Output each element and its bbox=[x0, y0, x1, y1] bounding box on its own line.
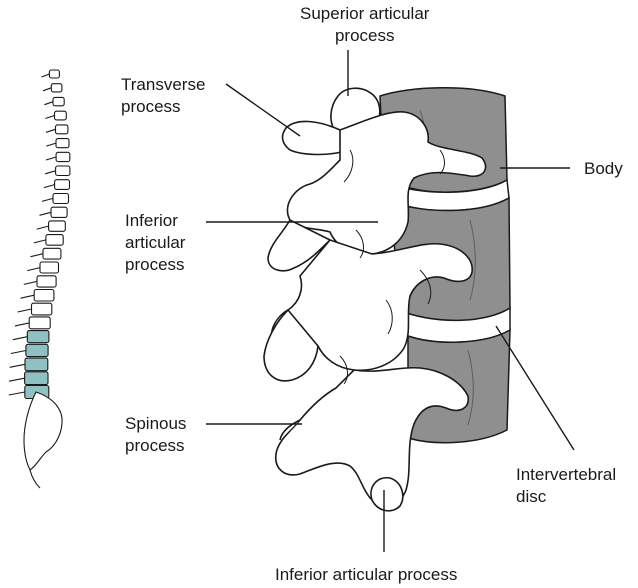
spine-vertebra bbox=[48, 220, 66, 232]
spine-vertebra bbox=[25, 343, 49, 358]
spine-vertebra bbox=[48, 69, 60, 79]
spine-vertebra bbox=[45, 234, 64, 246]
leader-transverse bbox=[225, 83, 301, 137]
spine-spinous-stub bbox=[45, 114, 55, 120]
spine-vertebra bbox=[54, 124, 69, 135]
spine-vertebra bbox=[52, 192, 70, 205]
spine-spinous-stub bbox=[46, 142, 57, 147]
inferior-articular-bottom-shape bbox=[370, 477, 404, 512]
inferior-articular-middle bbox=[263, 308, 319, 382]
spine-vertebra bbox=[42, 247, 62, 260]
spine-spinous-stub bbox=[14, 322, 30, 327]
spine-spinous-stub bbox=[17, 308, 32, 313]
spine-spinous-stub bbox=[44, 170, 56, 175]
spine-vertebra bbox=[50, 83, 63, 93]
inferior-articular-upper bbox=[267, 218, 332, 272]
spine-vertebra bbox=[33, 288, 55, 302]
label-inferior-articular-process-bottom: Inferior articular process bbox=[275, 565, 458, 584]
upper-arch bbox=[286, 111, 487, 256]
spine-spinous-stub bbox=[27, 267, 41, 272]
spine-spinous-stub bbox=[8, 391, 25, 396]
spine-spinous-stub bbox=[33, 239, 47, 244]
label-intervertebral-disc: Intervertebral disc bbox=[516, 465, 617, 506]
spine-spinous-stub bbox=[41, 73, 50, 78]
spine-spinous-stub bbox=[41, 197, 54, 202]
spine-spinous-stub bbox=[30, 253, 44, 258]
coccyx bbox=[29, 469, 41, 489]
spine-spinous-stub bbox=[39, 211, 52, 216]
spine-vertebra bbox=[55, 151, 71, 163]
spine-spinous-stub bbox=[20, 294, 35, 299]
spine-vertebra bbox=[24, 371, 49, 386]
sacrum bbox=[23, 391, 63, 471]
spine-spinous-stub bbox=[43, 184, 55, 189]
spine-spinous-stub bbox=[45, 156, 57, 161]
transverse-process-shape bbox=[281, 120, 352, 156]
spine-vertebra bbox=[36, 275, 57, 288]
leader-lines bbox=[206, 50, 575, 552]
spine-vertebra bbox=[55, 165, 71, 177]
spine-spinous-stub bbox=[45, 128, 56, 133]
label-body: Body bbox=[584, 159, 623, 178]
spine-vertebra bbox=[50, 206, 68, 218]
spine-spinous-stub bbox=[44, 101, 54, 106]
spine-spinous-stub bbox=[42, 87, 52, 92]
spine-spinous-stub bbox=[12, 336, 28, 341]
spine-vertebra bbox=[26, 330, 50, 344]
spine-spinous-stub bbox=[9, 363, 26, 368]
spine-vertebra bbox=[55, 138, 70, 149]
spine-vertebra bbox=[28, 316, 51, 330]
label-inferior-articular-process-left: Inferior articular process bbox=[125, 211, 186, 274]
spine-spinous-stub bbox=[10, 349, 27, 355]
vertebral-arches bbox=[263, 87, 487, 512]
spine-vertebra bbox=[24, 357, 49, 372]
label-spinous-process: Spinous process bbox=[125, 414, 187, 455]
spine-spinous-stub bbox=[8, 377, 25, 382]
label-superior-articular-process: Superior articular process bbox=[300, 4, 430, 45]
spine-vertebra bbox=[30, 302, 53, 316]
leader-intervertebral bbox=[495, 325, 575, 451]
spine-vertebra bbox=[54, 179, 71, 190]
spinous-process-shape bbox=[279, 419, 301, 441]
spine-vertebra bbox=[52, 96, 65, 107]
spine-vertebra bbox=[53, 110, 67, 121]
spine-spinous-stub bbox=[36, 225, 49, 230]
spine-spinous-stub bbox=[23, 280, 38, 285]
label-transverse-process: Transverse process bbox=[121, 75, 206, 116]
spine-vertebra bbox=[39, 261, 60, 274]
spine-overview bbox=[8, 69, 71, 489]
